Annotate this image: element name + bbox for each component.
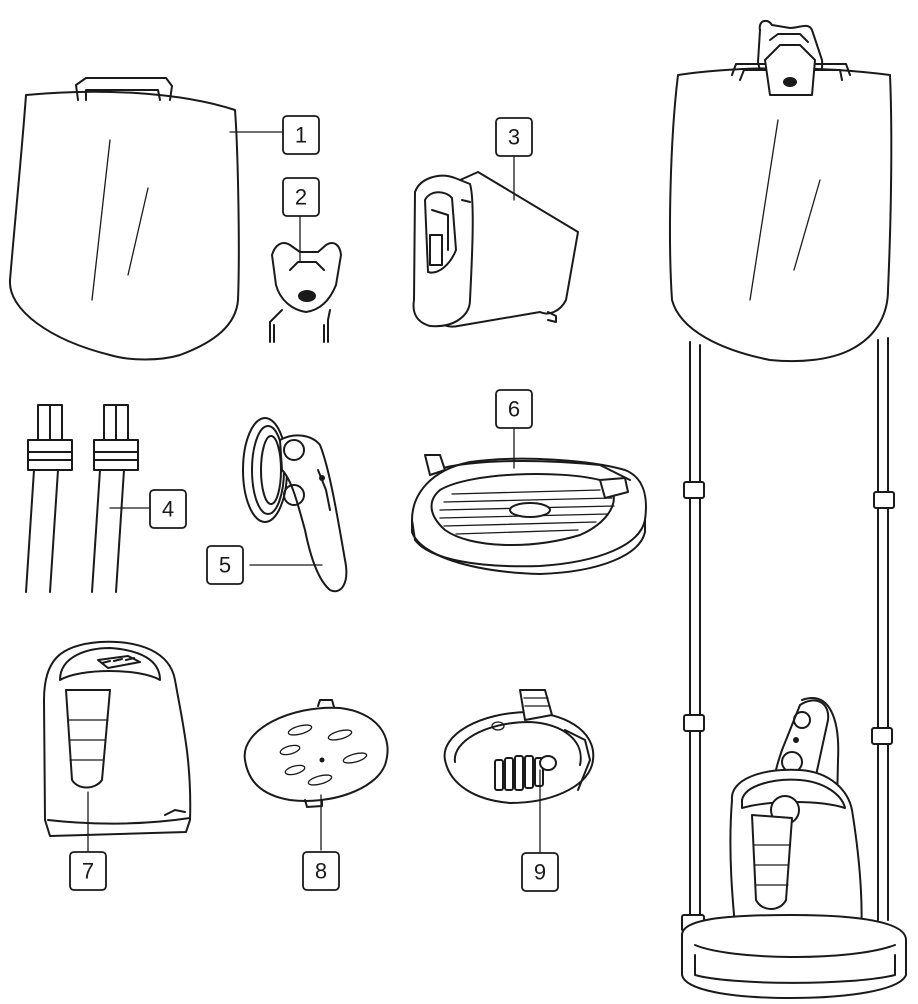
callout-9: 9 (522, 853, 558, 891)
part-9-heating-base (445, 690, 594, 803)
callout-7-text: 7 (82, 859, 94, 884)
part-4-poles (26, 405, 138, 592)
callout-4-text: 4 (162, 497, 174, 522)
callout-5: 5 (207, 546, 243, 584)
callout-3-text: 3 (508, 125, 520, 150)
callout-1: 1 (283, 116, 319, 154)
callout-6: 6 (496, 390, 532, 428)
callout-1-text: 1 (295, 123, 307, 148)
callout-3: 3 (496, 118, 532, 156)
callout-6-text: 6 (508, 397, 520, 422)
part-2-hook (270, 243, 341, 342)
part-7-boiler (44, 642, 190, 836)
part-1-hanger-board (10, 78, 239, 360)
callout-2: 2 (283, 178, 319, 216)
part-6-base-plate (412, 455, 646, 574)
heating-coil (495, 756, 543, 790)
callout-5-text: 5 (219, 553, 231, 578)
part-8-filter-disc (245, 700, 388, 807)
callout-7: 7 (70, 852, 106, 890)
callout-4: 4 (150, 490, 186, 528)
callout-8-text: 8 (315, 859, 327, 884)
callout-9-text: 9 (534, 860, 546, 885)
callout-2-text: 2 (295, 185, 307, 210)
part-3-iron-rest (414, 172, 578, 327)
callout-8: 8 (303, 852, 339, 890)
assembled-steamer (670, 21, 906, 998)
